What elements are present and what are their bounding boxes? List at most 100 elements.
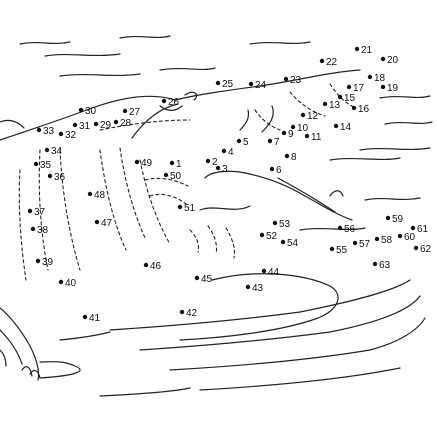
dot-label-44: 44 — [268, 267, 280, 278]
dot-36 — [47, 173, 53, 179]
dot-label-19: 19 — [387, 83, 399, 94]
dot-label-46: 46 — [150, 261, 162, 272]
dot-label-34: 34 — [51, 146, 63, 157]
dot-label-59: 59 — [392, 214, 404, 225]
dot-label-2: 2 — [212, 157, 218, 168]
dot-63 — [372, 261, 378, 267]
dot-label-62: 62 — [420, 244, 432, 255]
dot-label-53: 53 — [279, 219, 291, 230]
dot-label-26: 26 — [168, 97, 180, 108]
dot-29 — [93, 121, 99, 127]
dot-label-25: 25 — [222, 79, 234, 90]
dot-17 — [346, 84, 352, 90]
dot-55 — [329, 246, 335, 252]
dot-label-38: 38 — [37, 225, 49, 236]
dot-41 — [82, 314, 88, 320]
dot-15 — [337, 94, 343, 100]
dot-21 — [354, 46, 360, 52]
dot-48 — [87, 191, 93, 197]
dot-label-32: 32 — [65, 130, 77, 141]
dot-62 — [413, 245, 419, 251]
dot-label-55: 55 — [336, 245, 348, 256]
dot-19 — [380, 84, 386, 90]
dot-12 — [300, 112, 306, 118]
dot-56 — [337, 225, 343, 231]
dot-51 — [177, 204, 183, 210]
dot-14 — [333, 123, 339, 129]
dot-35 — [33, 161, 39, 167]
dot-52 — [259, 232, 265, 238]
dot-label-9: 9 — [288, 129, 294, 140]
dot-label-8: 8 — [291, 152, 297, 163]
dot-label-27: 27 — [129, 107, 141, 118]
dot-label-36: 36 — [54, 172, 66, 183]
dot-label-60: 60 — [404, 232, 416, 243]
dot-59 — [385, 215, 391, 221]
dot-47 — [94, 219, 100, 225]
dot-label-5: 5 — [243, 137, 249, 148]
dot-49 — [134, 159, 140, 165]
dot-30 — [78, 107, 84, 113]
dot-label-39: 39 — [42, 257, 54, 268]
dot-37 — [27, 208, 33, 214]
dot-61 — [410, 225, 416, 231]
dot-28 — [113, 119, 119, 125]
dot-34 — [44, 147, 50, 153]
dot-label-10: 10 — [297, 123, 309, 134]
dot-43 — [245, 284, 251, 290]
dot-label-7: 7 — [274, 137, 280, 148]
dot-27 — [122, 108, 128, 114]
dot-57 — [352, 240, 358, 246]
dot-50 — [163, 172, 169, 178]
dot-33 — [36, 127, 42, 133]
dot-23 — [283, 76, 289, 82]
dot-label-14: 14 — [340, 122, 352, 133]
dot-8 — [284, 153, 290, 159]
dot-9 — [281, 130, 287, 136]
dot-label-54: 54 — [287, 238, 299, 249]
water-lines — [19, 35, 433, 397]
dot-46 — [143, 262, 149, 268]
dot-label-23: 23 — [290, 75, 302, 86]
dot-label-37: 37 — [34, 207, 46, 218]
dot-label-58: 58 — [381, 235, 393, 246]
dot-label-47: 47 — [101, 218, 113, 229]
dot-label-20: 20 — [387, 55, 399, 66]
dot-label-63: 63 — [379, 260, 391, 271]
dot-6 — [269, 166, 275, 172]
dot-label-21: 21 — [361, 45, 373, 56]
dot-42 — [179, 309, 185, 315]
dot-40 — [58, 279, 64, 285]
dot-label-30: 30 — [85, 106, 97, 117]
dot-1 — [169, 160, 175, 166]
dot-4 — [221, 148, 227, 154]
dot-label-29: 29 — [100, 120, 112, 131]
dot-label-49: 49 — [141, 158, 153, 169]
dot-label-24: 24 — [255, 80, 267, 91]
dot-label-22: 22 — [326, 57, 338, 68]
crocodile-partial-outline — [0, 69, 361, 381]
dot-31 — [72, 122, 78, 128]
dot-label-52: 52 — [266, 231, 278, 242]
dot-20 — [380, 56, 386, 62]
dot-26 — [161, 98, 167, 104]
dot-label-56: 56 — [344, 224, 356, 235]
dot-label-1: 1 — [176, 159, 182, 170]
dot-label-12: 12 — [307, 111, 319, 122]
dot-label-31: 31 — [79, 121, 91, 132]
dot-label-50: 50 — [170, 171, 182, 182]
dot-label-18: 18 — [374, 73, 386, 84]
dot-label-17: 17 — [353, 83, 365, 94]
dot-label-43: 43 — [252, 283, 264, 294]
dot-label-41: 41 — [89, 313, 101, 324]
dot-18 — [367, 74, 373, 80]
dot-label-16: 16 — [358, 104, 370, 115]
dot-60 — [397, 233, 403, 239]
dot-38 — [30, 226, 36, 232]
dot-10 — [290, 124, 296, 130]
dot-label-42: 42 — [186, 308, 198, 319]
dot-25 — [215, 80, 221, 86]
dot-5 — [236, 138, 242, 144]
